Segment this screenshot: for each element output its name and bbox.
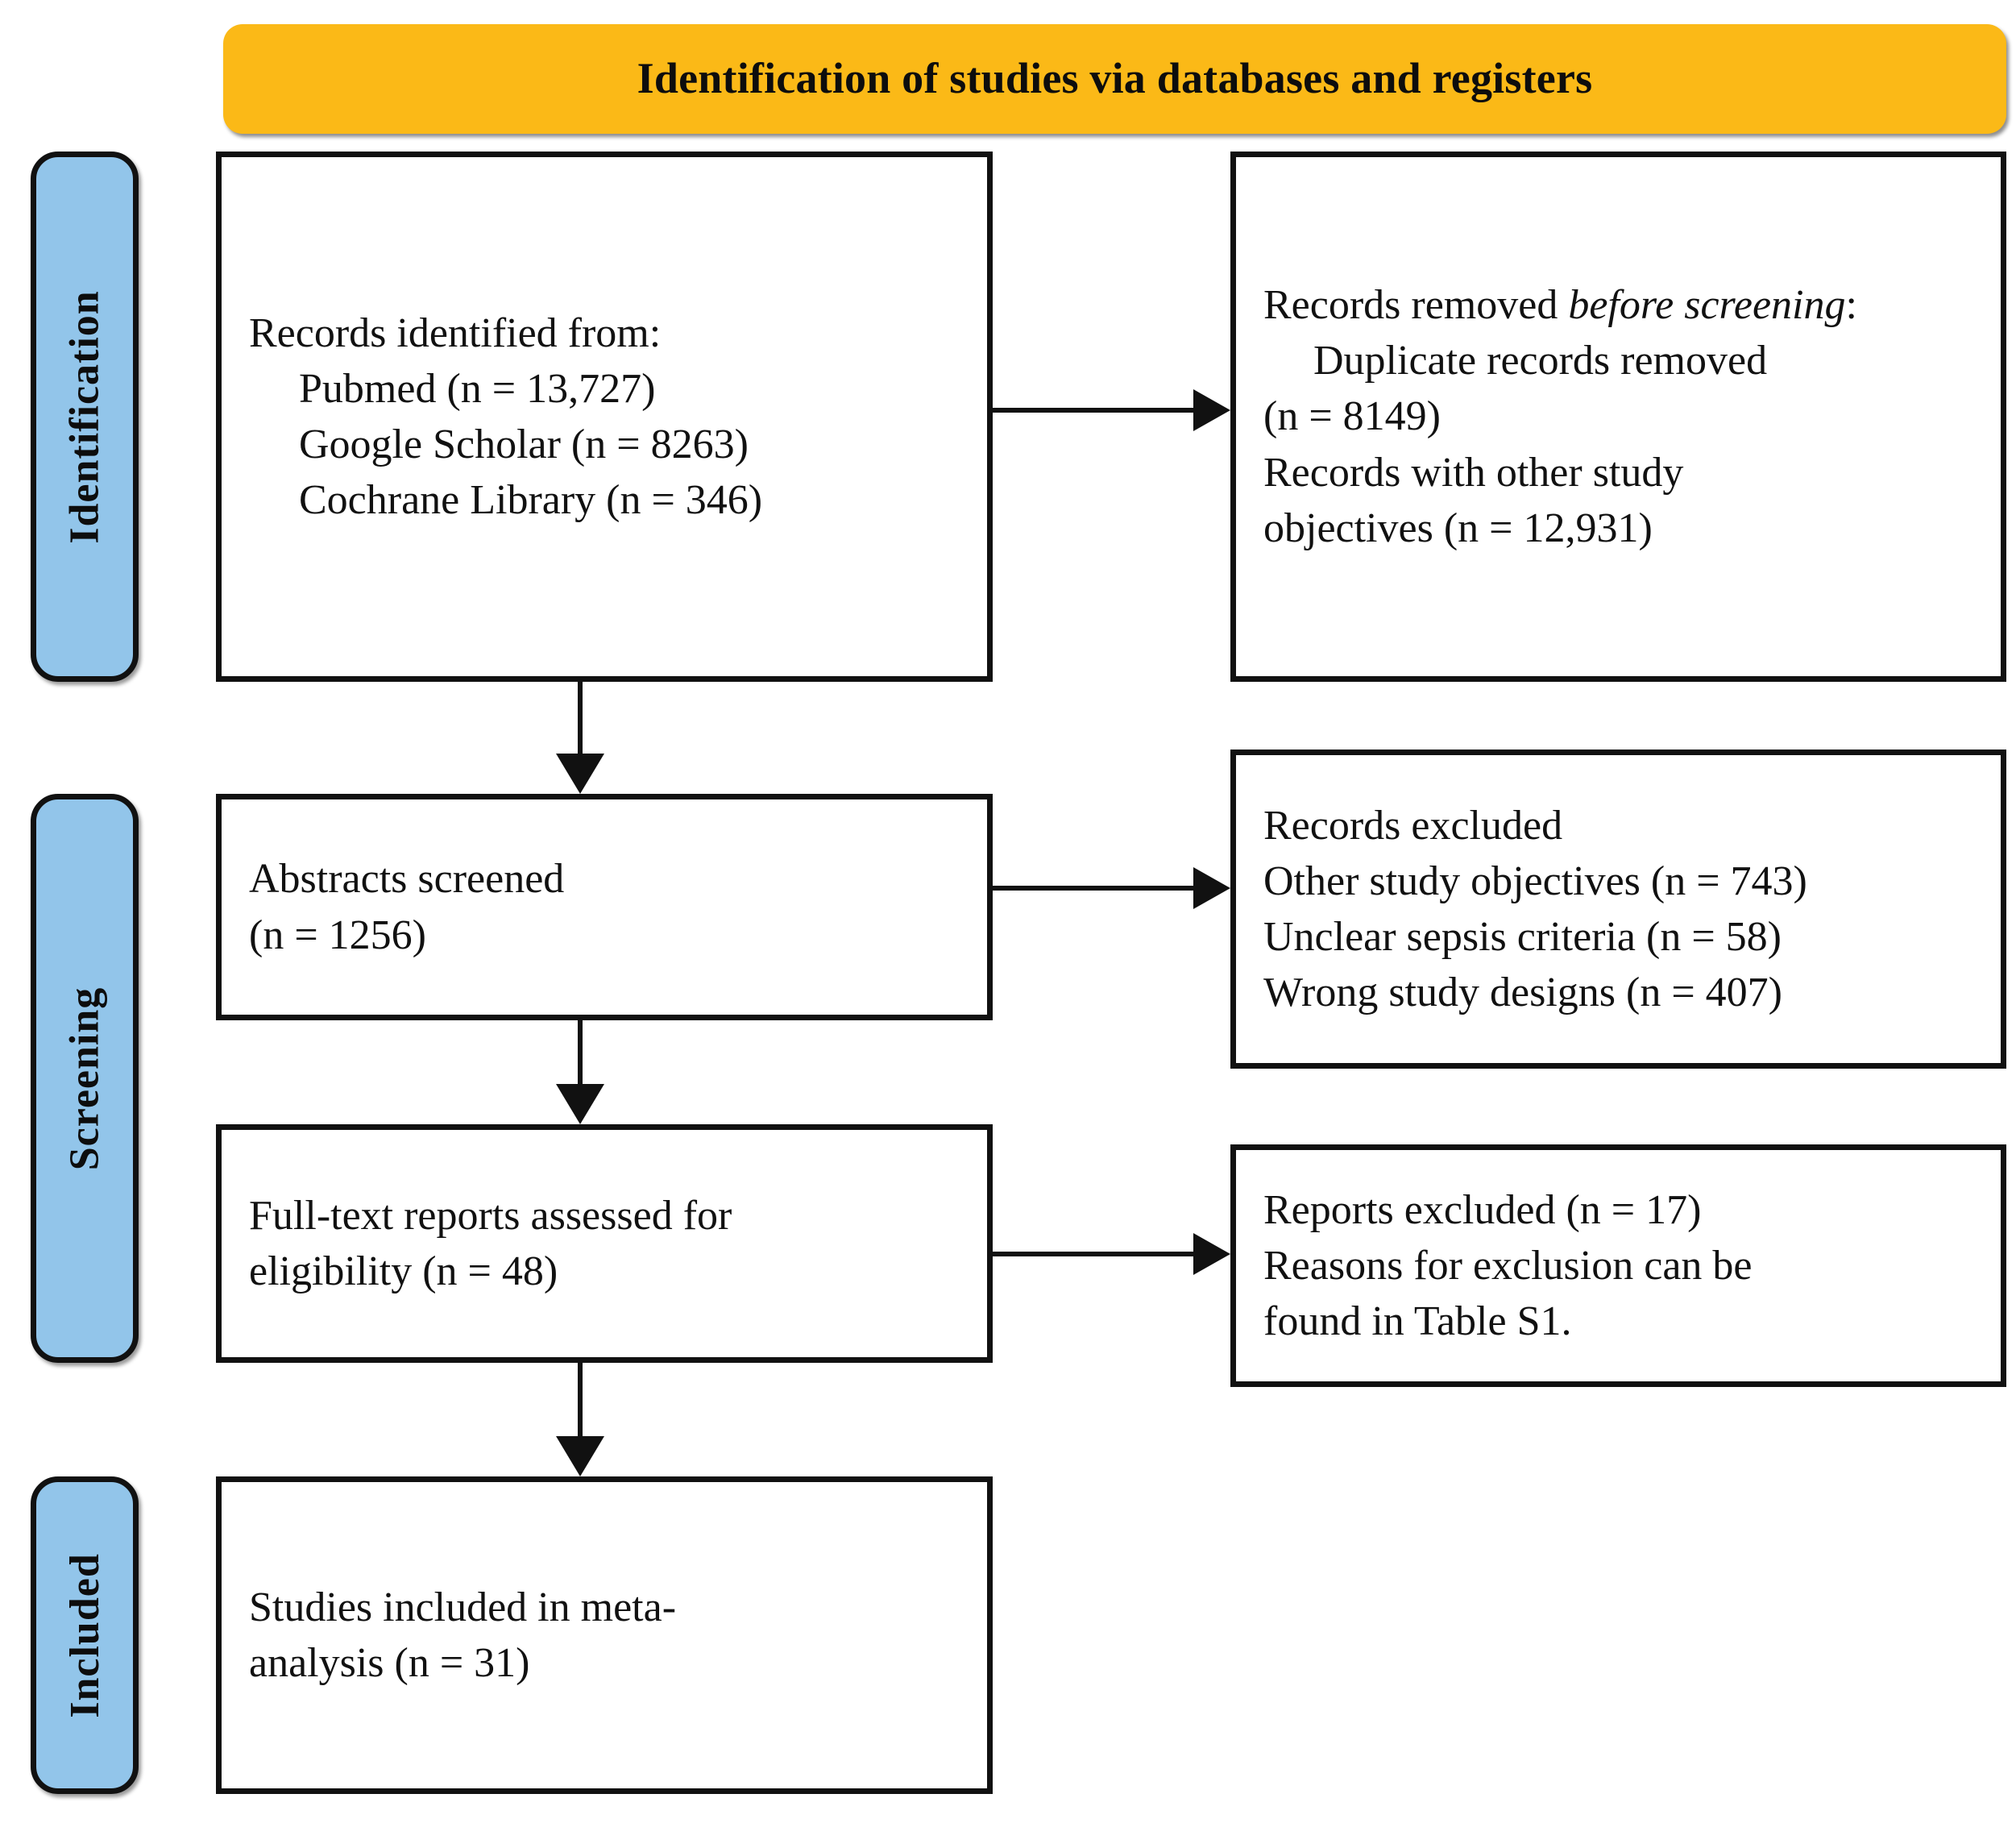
box-abstracts-screened-line-1: (n = 1256) — [249, 912, 426, 958]
box-studies-included-line-1: analysis (n = 31) — [249, 1640, 530, 1686]
box-records-excluded-line-1: Other study objectives (n = 743) — [1263, 858, 1807, 904]
box-abstracts-screened-line-0: Abstracts screened — [249, 856, 565, 903]
box-records-excluded-line-3: Wrong study designs (n = 407) — [1263, 970, 1782, 1016]
box-records-removed-line-1: (n = 8149) — [1263, 393, 1441, 440]
box-records-removed-heading: Records removed before screening: — [1263, 277, 1973, 333]
stage-label-identification-text: Identification — [61, 289, 108, 544]
box-fulltext-assessed-line-0: Full-text reports assessed for — [249, 1192, 732, 1239]
box-records-excluded: Records excluded Other study objectives … — [1230, 750, 2006, 1069]
diagram-header-banner: Identification of studies via databases … — [223, 24, 2006, 134]
arrow-fulltext-to-reports-excluded — [993, 1233, 1230, 1275]
arrow-identified-to-screened — [556, 682, 604, 794]
box-records-identified-line-2: Google Scholar (n = 8263) — [299, 421, 749, 467]
box-studies-included-line-0: Studies included in meta- — [249, 1584, 677, 1630]
arrow-screened-to-excluded — [993, 867, 1230, 909]
arrow-screened-to-fulltext — [556, 1020, 604, 1124]
stage-label-included-text: Included — [61, 1552, 108, 1718]
box-reports-excluded-line-0: Reports excluded (n = 17) — [1263, 1186, 1702, 1233]
box-records-removed-line-3: objectives (n = 12,931) — [1263, 505, 1653, 551]
box-studies-included: Studies included in meta- analysis (n = … — [216, 1476, 993, 1794]
box-reports-excluded-line-1: Reasons for exclusion can be — [1263, 1242, 1753, 1289]
stage-label-screening-text: Screening — [61, 986, 108, 1170]
box-records-identified: Records identified from: Pubmed (n = 13,… — [216, 152, 993, 682]
box-records-removed-heading-italic: before screening — [1568, 282, 1846, 329]
box-records-removed-line-0: Duplicate records removed — [1313, 338, 1768, 384]
box-records-identified-line-1: Pubmed (n = 13,727) — [299, 365, 656, 412]
page-title: Identification of studies via databases … — [637, 54, 1593, 103]
stage-label-included: Included — [31, 1476, 139, 1794]
box-records-removed: Records removed before screening: Duplic… — [1230, 152, 2006, 682]
stage-label-screening: Screening — [31, 794, 139, 1363]
box-abstracts-screened: Abstracts screened (n = 1256) — [216, 794, 993, 1020]
stage-label-identification: Identification — [31, 152, 139, 682]
box-records-identified-line-3: Cochrane Library (n = 346) — [299, 477, 763, 524]
box-reports-excluded-line-2: found in Table S1. — [1263, 1298, 1572, 1345]
box-fulltext-assessed: Full-text reports assessed for eligibili… — [216, 1124, 993, 1363]
box-records-identified-line-0: Records identified from: — [249, 309, 662, 356]
box-records-removed-heading-prefix: Records removed — [1263, 282, 1569, 329]
box-reports-excluded: Reports excluded (n = 17) Reasons for ex… — [1230, 1144, 2006, 1387]
box-records-removed-line-2: Records with other study — [1263, 449, 1684, 496]
box-fulltext-assessed-line-1: eligibility (n = 48) — [249, 1248, 558, 1294]
box-records-excluded-line-2: Unclear sepsis criteria (n = 58) — [1263, 914, 1782, 960]
arrow-identified-to-removed — [993, 389, 1230, 431]
box-records-excluded-line-0: Records excluded — [1263, 802, 1563, 849]
box-records-removed-heading-suffix: : — [1845, 282, 1857, 329]
arrow-fulltext-to-included — [556, 1363, 604, 1476]
